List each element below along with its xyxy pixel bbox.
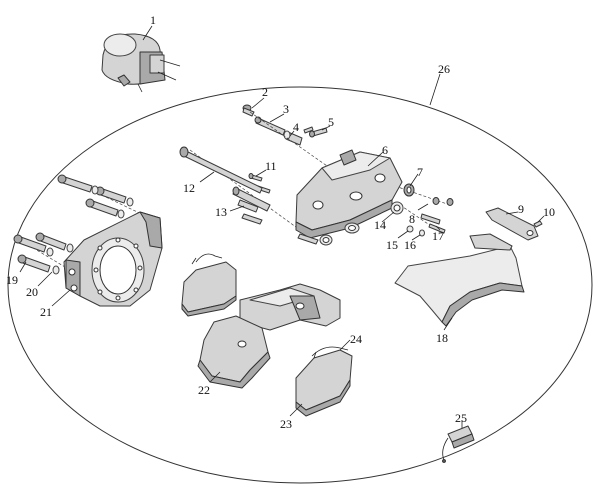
callout-20: 20 xyxy=(26,285,38,299)
part-12-guide-pin xyxy=(179,146,271,212)
part-7-seal-ring xyxy=(403,183,415,197)
callout-19: 19 xyxy=(6,273,18,287)
part-16-washer xyxy=(419,229,425,237)
callout-24: 24 xyxy=(350,332,362,346)
part-17-pin xyxy=(428,223,446,234)
part-20-washers xyxy=(46,185,134,275)
callout-26: 26 xyxy=(438,62,450,76)
part-4-bushing xyxy=(283,130,303,146)
part-24-pad-spring xyxy=(311,346,349,359)
assembly-boundary-ellipse xyxy=(7,86,593,484)
part-5-screw xyxy=(303,126,328,138)
part-13-short-pin xyxy=(237,199,263,225)
part-23-brake-pad-outer xyxy=(295,349,353,417)
callout-3: 3 xyxy=(283,102,289,116)
part-3-pin xyxy=(254,116,286,136)
part-18-dust-shield xyxy=(394,233,525,327)
part-8-washer xyxy=(420,197,454,225)
callout-2: 2 xyxy=(262,85,268,99)
callout-8: 8 xyxy=(409,212,415,226)
callout-10: 10 xyxy=(543,205,555,219)
part-9-plate xyxy=(485,207,539,241)
callout-21: 21 xyxy=(40,305,52,319)
callout-17: 17 xyxy=(432,229,444,243)
callout-9: 9 xyxy=(518,202,524,216)
callout-11: 11 xyxy=(265,159,277,173)
callout-6: 6 xyxy=(382,143,388,157)
callout-23: 23 xyxy=(280,417,292,431)
part-25-wear-sensor xyxy=(442,425,475,463)
leader-lines xyxy=(19,25,545,428)
callout-13: 13 xyxy=(215,205,227,219)
part-14-o-ring xyxy=(344,201,404,234)
part-22-caliper-carrier xyxy=(197,283,341,389)
callout-1: 1 xyxy=(150,13,156,27)
callout-14: 14 xyxy=(374,218,386,232)
callout-15: 15 xyxy=(386,238,398,252)
brake-pad-inner xyxy=(181,253,237,317)
part-6-caliper-housing xyxy=(295,149,403,246)
callout-7: 7 xyxy=(417,165,423,179)
callout-25: 25 xyxy=(455,411,467,425)
part-2-bolt xyxy=(242,104,255,117)
callout-labels: 1 2 3 4 5 6 7 8 9 10 11 12 13 14 15 16 1… xyxy=(6,13,555,431)
part-1-brake-actuator xyxy=(101,33,181,93)
part-19-mounting-bolts xyxy=(13,174,127,273)
part-21-mounting-bracket xyxy=(63,211,163,307)
part-15-washer xyxy=(406,225,414,233)
callout-22: 22 xyxy=(198,383,210,397)
callout-4: 4 xyxy=(293,120,299,134)
callout-12: 12 xyxy=(183,181,195,195)
callout-18: 18 xyxy=(436,331,448,345)
callout-16: 16 xyxy=(404,238,416,252)
callout-5: 5 xyxy=(328,115,334,129)
